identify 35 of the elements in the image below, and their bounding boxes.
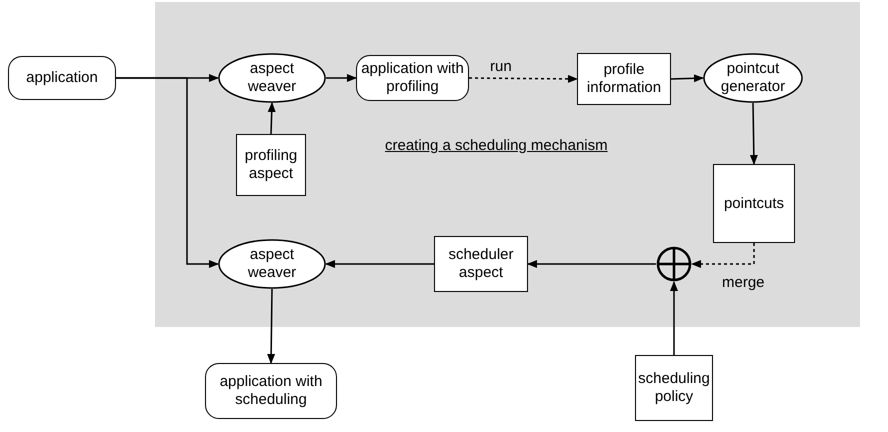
arrow bbox=[527, 260, 656, 268]
node-label: application bbox=[25, 69, 99, 87]
merge-circle bbox=[656, 246, 692, 282]
process-ellipse bbox=[218, 239, 326, 289]
node-label: aspect weaver bbox=[246, 60, 298, 96]
arrow bbox=[267, 288, 276, 364]
arrow bbox=[691, 243, 755, 268]
arrow bbox=[670, 74, 704, 82]
terminal-box bbox=[205, 363, 337, 419]
process-box bbox=[434, 236, 528, 292]
process-box bbox=[713, 164, 795, 243]
process-ellipse bbox=[218, 53, 326, 103]
arrow bbox=[325, 260, 434, 268]
node-label: pointcut generator bbox=[720, 60, 786, 96]
arrow bbox=[116, 77, 219, 268]
arrow bbox=[750, 102, 758, 165]
process-box bbox=[577, 53, 671, 105]
group-band bbox=[155, 2, 860, 327]
arrow bbox=[326, 74, 357, 82]
node-label: aspect weaver bbox=[246, 246, 298, 282]
node-label: profiling aspect bbox=[244, 147, 298, 183]
node-label: application with profiling bbox=[360, 60, 465, 96]
node-label: application with scheduling bbox=[218, 373, 324, 409]
node-label: scheduler aspect bbox=[447, 246, 515, 282]
arrow bbox=[268, 102, 276, 134]
process-ellipse bbox=[703, 53, 803, 103]
group-title: creating a scheduling mechanism bbox=[385, 136, 608, 156]
arrow bbox=[670, 281, 678, 355]
node-label: pointcuts bbox=[722, 194, 786, 212]
node-label: scheduling policy bbox=[637, 370, 711, 406]
process-box bbox=[236, 134, 306, 196]
node-label: profile information bbox=[586, 61, 662, 97]
process-box bbox=[635, 355, 713, 421]
arrow bbox=[469, 74, 578, 83]
terminal-box bbox=[8, 56, 116, 100]
